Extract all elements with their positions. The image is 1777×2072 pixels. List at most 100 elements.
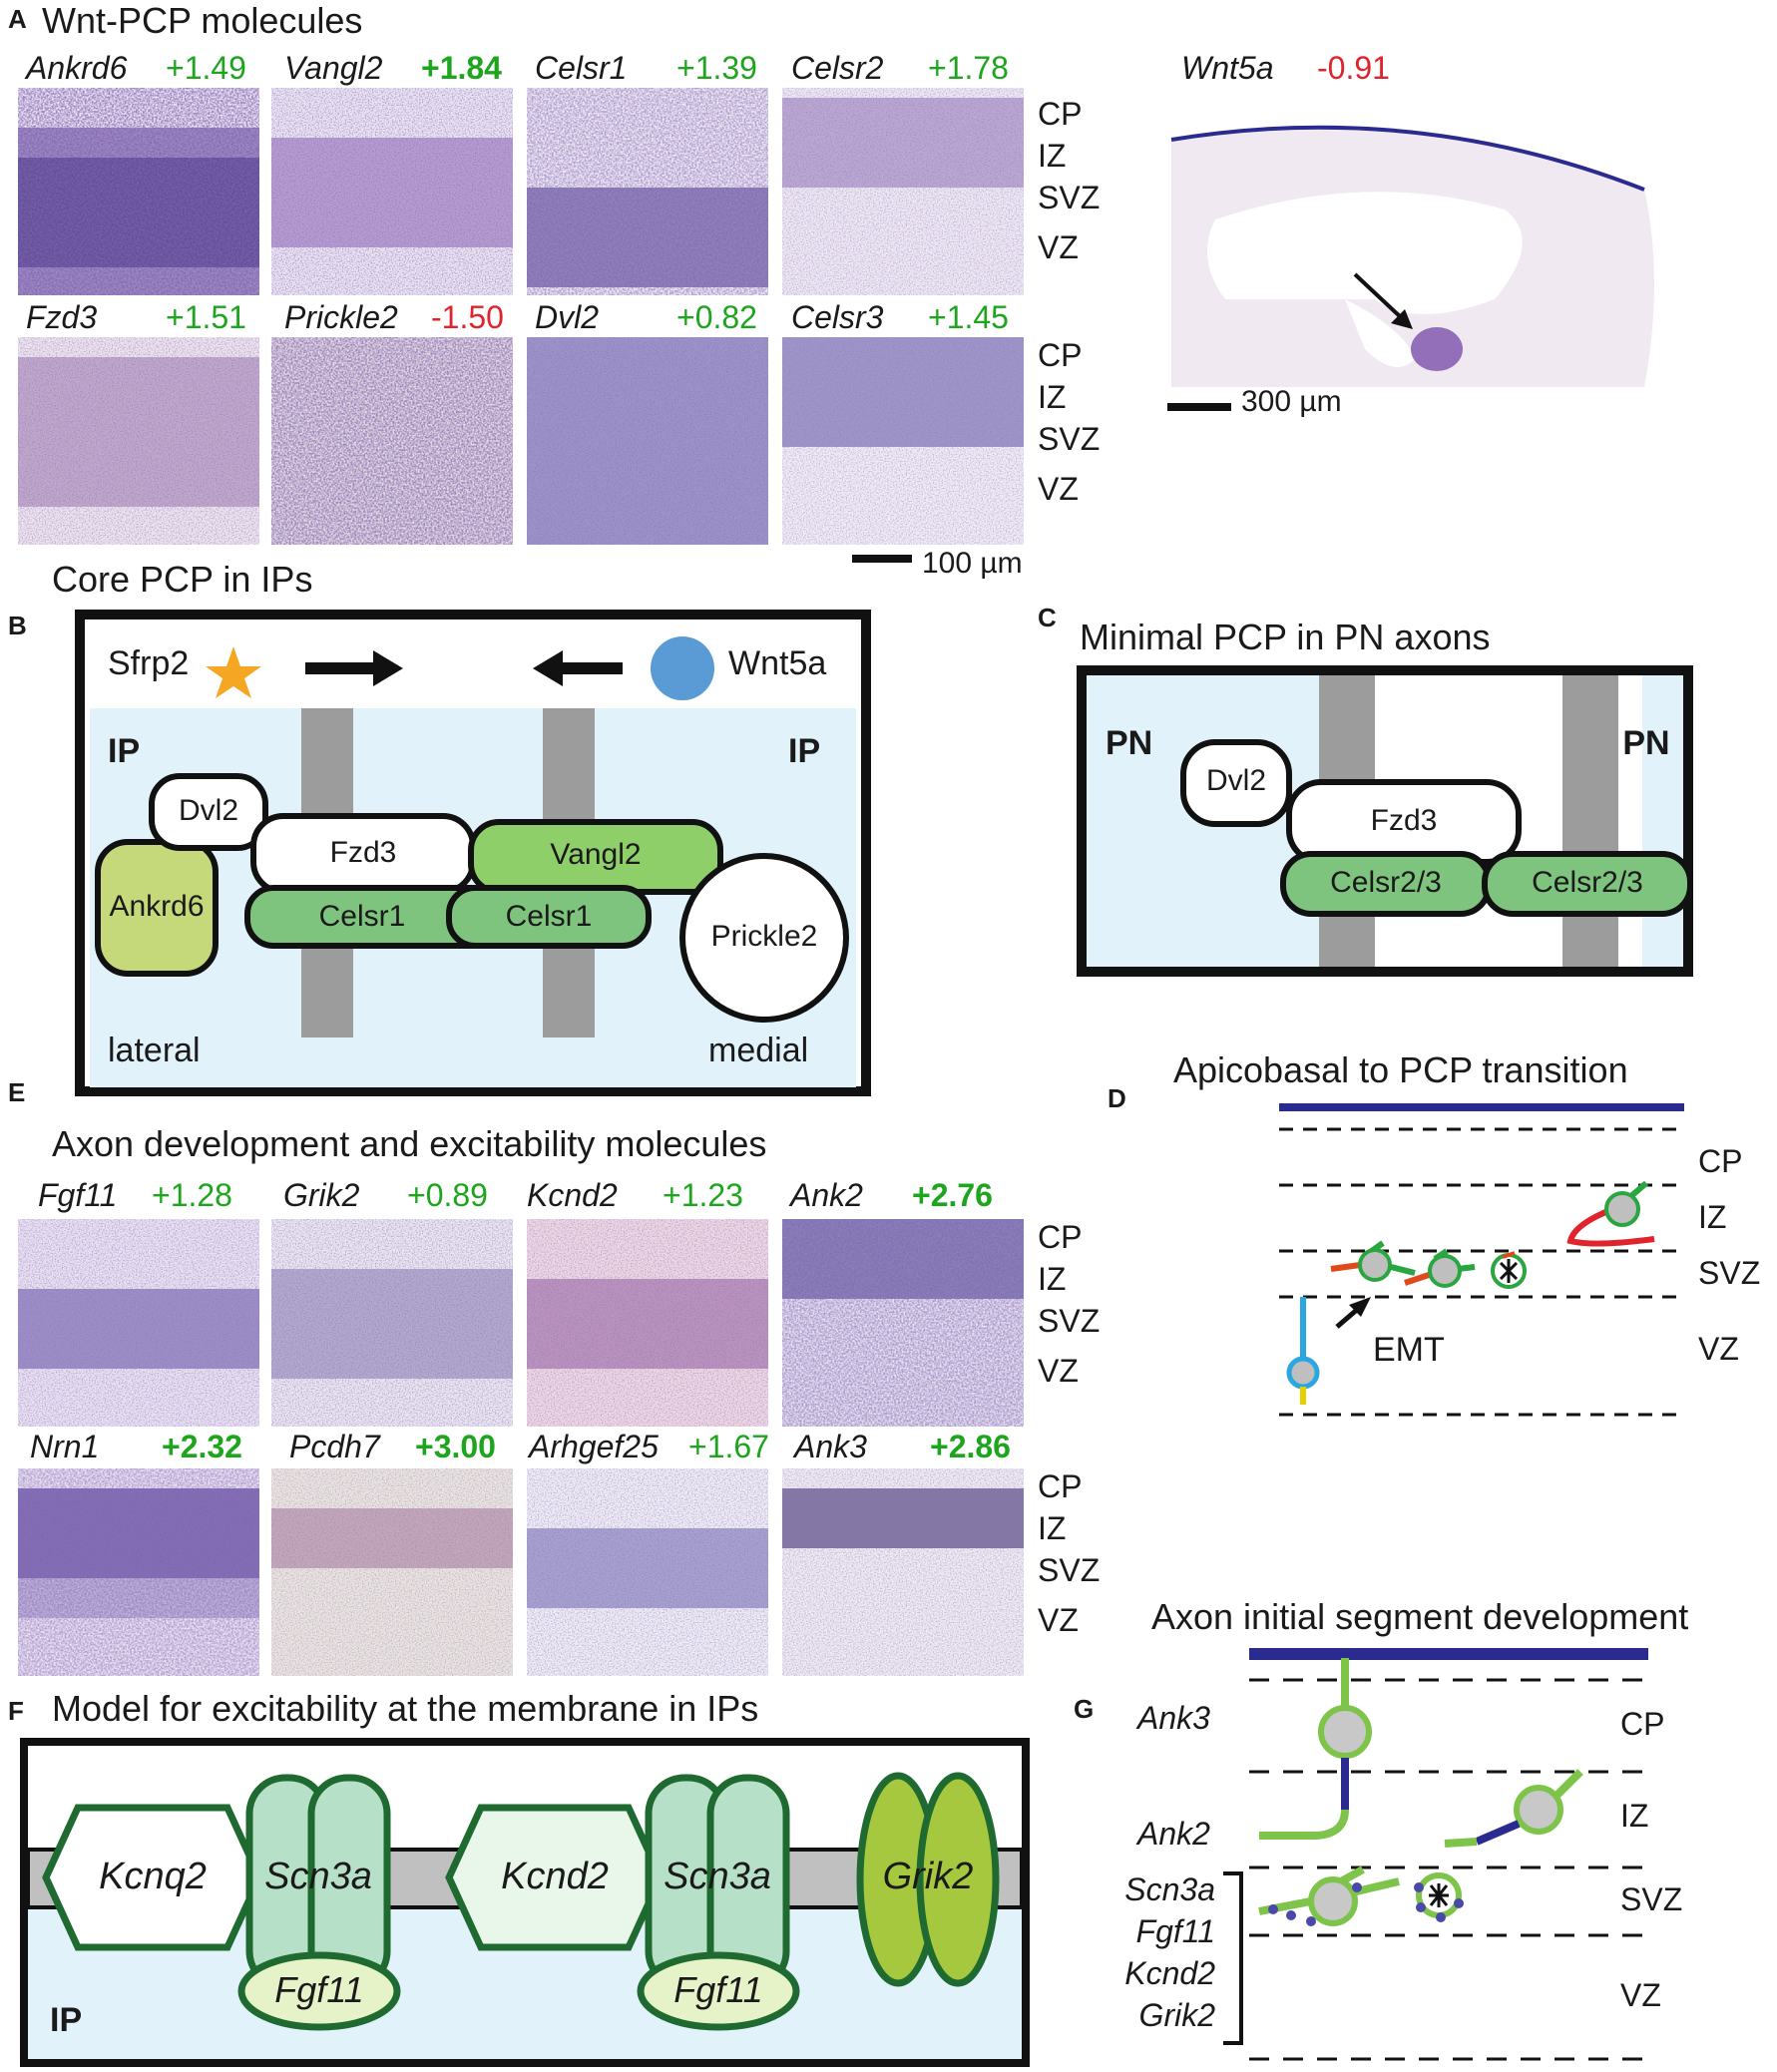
layer-vz-e2: VZ xyxy=(1038,1602,1079,1638)
minimal-pcp-diagram: PN PN Dvl2 Fzd3 Celsr2/3 Celsr2/3 xyxy=(1076,664,1694,978)
layer-svz-e1: SVZ xyxy=(1038,1303,1101,1339)
gene-label-ank2-g: Ank2 xyxy=(1137,1816,1210,1852)
panel-d-letter: D xyxy=(1108,1083,1126,1113)
protein-prickle2: Prickle2 xyxy=(710,920,818,953)
gene-label-ank2: Ank2 xyxy=(790,1177,863,1213)
scale-text-300: 300 µm xyxy=(1241,385,1342,418)
label-ip-f: IP xyxy=(50,2001,83,2039)
channel-scn3a-left: Scn3a xyxy=(264,1856,372,1897)
label-wnt5a-ligand: Wnt5a xyxy=(728,644,827,682)
label-ip-left: IP xyxy=(108,732,141,770)
protein-fgf11-left: Fgf11 xyxy=(274,1969,364,2010)
gene-label-vangl2: Vangl2 xyxy=(284,50,383,86)
panel-a-letter: A xyxy=(8,4,27,34)
layer-cp-g: CP xyxy=(1620,1706,1665,1742)
panel-g-letter: G xyxy=(1074,1694,1095,1724)
bracket-gene-grik2: Grik2 xyxy=(1138,1997,1215,2033)
ish-image-celsr2 xyxy=(782,88,1024,295)
gene-label-pcdh7: Pcdh7 xyxy=(289,1429,380,1464)
ish-image-wnt5a-section xyxy=(1165,100,1664,387)
scale-text-100: 100 µm xyxy=(922,547,1023,580)
panel-b-title: Core PCP in IPs xyxy=(52,559,313,600)
ish-image-kcnd2 xyxy=(527,1219,768,1427)
value-fgf11: +1.28 xyxy=(152,1177,232,1213)
gene-label-fgf11: Fgf11 xyxy=(38,1177,118,1213)
gene-label-grik2: Grik2 xyxy=(283,1177,360,1213)
gene-label-ank3-g: Ank3 xyxy=(1137,1700,1210,1736)
panel-b-letter: B xyxy=(8,611,27,640)
value-grik2: +0.89 xyxy=(407,1177,488,1213)
bracket-gene-kcnd2: Kcnd2 xyxy=(1124,1955,1215,1991)
gene-label-arhgef25: Arhgef25 xyxy=(529,1429,659,1464)
channel-scn3a-right: Scn3a xyxy=(664,1856,771,1897)
ish-image-celsr3 xyxy=(782,337,1024,545)
layer-iz-e2: IZ xyxy=(1038,1510,1067,1546)
panel-d-title: Apicobasal to PCP transition xyxy=(1173,1049,1628,1090)
panel-e-title: Axon development and excitability molecu… xyxy=(52,1123,767,1164)
label-ip-right: IP xyxy=(788,732,821,770)
ish-image-fzd3 xyxy=(18,337,259,545)
gene-label-wnt5a: Wnt5a xyxy=(1181,50,1274,86)
panel-f-letter: F xyxy=(8,1696,24,1726)
value-nrn1: +2.32 xyxy=(162,1429,242,1464)
ish-image-ank3 xyxy=(782,1468,1024,1676)
protein-celsr1-right: Celsr1 xyxy=(505,900,593,933)
value-dvl2: +0.82 xyxy=(676,299,757,335)
ish-image-nrn1 xyxy=(18,1468,259,1676)
excitability-membrane-diagram: Kcnq2 Scn3a Kcnd2 Scn3a Grik2 Fgf11 Fgf1… xyxy=(20,1738,1030,2067)
layer-iz-g: IZ xyxy=(1620,1798,1649,1834)
panel-a-title: Wnt-PCP molecules xyxy=(42,0,363,41)
gene-label-kcnd2: Kcnd2 xyxy=(527,1177,618,1213)
label-pn-left: PN xyxy=(1106,724,1153,762)
ish-image-grik2 xyxy=(271,1219,513,1427)
ish-image-dvl2 xyxy=(527,337,768,545)
layer-vz-a2: VZ xyxy=(1038,471,1079,507)
value-arhgef25: +1.67 xyxy=(688,1429,769,1464)
gene-label-ank3: Ank3 xyxy=(794,1429,867,1464)
label-medial: medial xyxy=(708,1032,809,1069)
layer-iz-d: IZ xyxy=(1698,1199,1727,1235)
panel-c-title: Minimal PCP in PN axons xyxy=(1080,617,1491,657)
value-vangl2: +1.84 xyxy=(421,50,502,86)
value-celsr2: +1.78 xyxy=(928,50,1009,86)
gene-label-celsr3: Celsr3 xyxy=(791,299,884,335)
layer-svz-d: SVZ xyxy=(1698,1255,1761,1291)
layer-cp-e1: CP xyxy=(1038,1219,1083,1255)
ish-image-ankrd6 xyxy=(18,88,259,295)
label-pn-right: PN xyxy=(1622,724,1670,762)
layer-cp-e2: CP xyxy=(1038,1468,1083,1504)
ish-image-fgf11 xyxy=(18,1219,259,1427)
label-lateral: lateral xyxy=(108,1032,201,1069)
receptor-grik2: Grik2 xyxy=(882,1856,974,1897)
gene-label-nrn1: Nrn1 xyxy=(30,1429,100,1464)
protein-ankrd6: Ankrd6 xyxy=(109,890,205,923)
protein-dvl2-pn: Dvl2 xyxy=(1205,764,1266,797)
label-emt: EMT xyxy=(1373,1331,1445,1369)
layer-vz-d: VZ xyxy=(1698,1331,1739,1367)
panel-e-letter: E xyxy=(8,1077,26,1107)
protein-fgf11-right: Fgf11 xyxy=(673,1969,763,2010)
gene-label-celsr1: Celsr1 xyxy=(535,50,628,86)
label-sfrp2: Sfrp2 xyxy=(108,644,190,682)
protein-celsr23-right: Celsr2/3 xyxy=(1532,866,1643,899)
gene-label-dvl2: Dvl2 xyxy=(535,299,600,335)
value-ank2: +2.76 xyxy=(912,1177,993,1213)
protein-fzd3-pn: Fzd3 xyxy=(1370,804,1438,837)
channel-kcnq2: Kcnq2 xyxy=(99,1856,207,1897)
value-celsr3: +1.45 xyxy=(928,299,1009,335)
gene-label-fzd3: Fzd3 xyxy=(26,299,98,335)
layer-cp-a2: CP xyxy=(1038,337,1083,373)
layer-svz-a2: SVZ xyxy=(1038,421,1101,457)
value-prickle2: -1.50 xyxy=(431,299,504,335)
layer-vz-e1: VZ xyxy=(1038,1353,1079,1389)
ish-image-celsr1 xyxy=(527,88,768,295)
layer-vz-g: VZ xyxy=(1620,1977,1661,2013)
gene-label-ankrd6: Ankrd6 xyxy=(26,50,128,86)
value-fzd3: +1.51 xyxy=(166,299,246,335)
panel-c-letter: C xyxy=(1038,603,1057,632)
value-kcnd2: +1.23 xyxy=(663,1177,743,1213)
core-pcp-diagram: Sfrp2 Wnt5a IP IP Dvl2 Fzd3 Vangl2 Ankrd… xyxy=(74,609,872,1097)
value-pcdh7: +3.00 xyxy=(415,1429,496,1464)
layer-iz-a2: IZ xyxy=(1038,379,1067,415)
layer-svz-a1: SVZ xyxy=(1038,180,1101,215)
